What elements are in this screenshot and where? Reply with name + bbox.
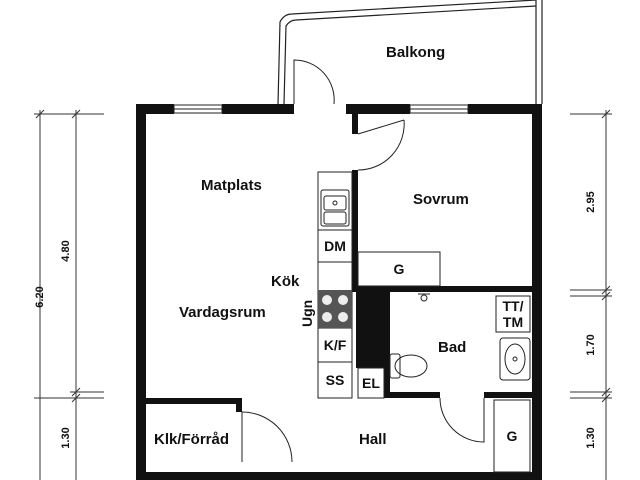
dimension-left-lower: 1.30 [60,427,72,449]
fixture-label-ugn: Ugn [299,299,315,327]
dimension-left-upper: 4.80 [60,240,72,262]
toilet-icon [389,353,428,379]
bedroom-wardrobe [357,251,441,287]
bedroom-door [357,119,405,171]
dimension-lines-right [570,109,612,480]
fixture-label-kf: K/F [323,337,347,353]
kitchen-sink-icon [320,189,350,227]
dimension-right-middle: 1.70 [585,334,597,356]
room-label-kok: Kök [271,273,300,290]
dimension-lines-left [34,109,104,480]
electrical-cabinet [357,367,385,399]
fixture-label-tt: TT/ [502,297,524,314]
dimension-right-upper: 2.95 [585,191,597,213]
room-label-klk-forrad: Klk/Förråd [154,431,230,448]
fixture-label-g-hall: G [506,428,518,444]
hall-wardrobe [493,399,531,473]
stove-icon [318,290,352,328]
shower-head-icon [418,293,430,302]
balcony-outline [277,0,543,105]
windows [173,104,469,114]
dimension-left-total: 6.20 [34,286,46,308]
exterior-walls [136,104,542,480]
room-label-vardagsrum: Vardagsrum [179,304,266,321]
fixture-label-el: EL [362,375,380,391]
bathroom-door [439,397,485,443]
fixture-label-ss: SS [325,372,345,388]
storage-door [241,411,293,463]
room-label-hall: Hall [359,431,387,448]
room-label-matplats: Matplats [201,177,262,194]
washer-dryer-box [495,295,531,333]
room-label-sovrum: Sovrum [413,191,469,208]
interior-walls [146,114,532,412]
room-label-balkong: Balkong [386,44,446,61]
bath-sink-icon [499,337,531,381]
fixture-label-g-bedroom: G [393,261,405,277]
dimension-right-lower: 1.30 [585,427,597,449]
fixture-label-dm: DM [324,238,346,254]
balcony-door [293,59,335,105]
fixture-label-tm: TM [502,313,524,330]
room-label-bad: Bad [438,339,467,356]
